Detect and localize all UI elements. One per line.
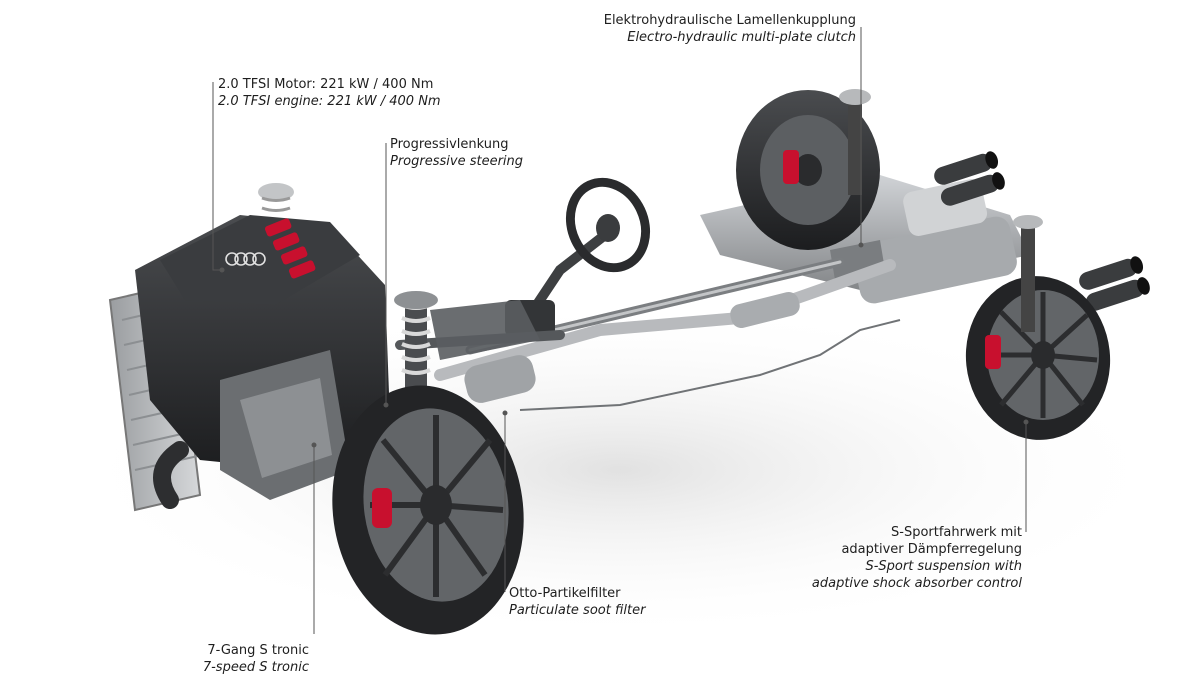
steering-label-en: Progressive steering	[390, 154, 524, 169]
gearbox-label-de: 7-Gang S tronic	[207, 643, 309, 658]
rear-left-strut	[839, 89, 871, 195]
particulate-filter	[464, 355, 536, 403]
suspension-label-en2: adaptive shock absorber control	[811, 576, 1022, 591]
front-strut	[394, 291, 438, 405]
front-wheel	[332, 385, 524, 635]
engine-label-de: 2.0 TFSI Motor: 221 kW / 400 Nm	[218, 77, 434, 92]
rear-right-strut	[1013, 215, 1043, 332]
audi-rings-logo	[225, 252, 266, 266]
clutch-label-de: Elektrohydraulische Lamellenkupplung	[603, 13, 856, 28]
rear-right-wheel	[965, 276, 1111, 440]
filter-label-de: Otto-Partikelfilter	[509, 586, 621, 601]
gearbox-label-en: 7-speed S tronic	[202, 660, 309, 675]
rear-left-wheel	[736, 90, 880, 250]
suspension-label-de1: S-Sportfahrwerk mit	[891, 525, 1022, 540]
filter-label-en: Particulate soot filter	[509, 603, 646, 618]
ignition-coils	[264, 218, 316, 279]
gearbox-label: 7-Gang S tronic 7-speed S tronic	[203, 642, 309, 676]
engine-label: 2.0 TFSI Motor: 221 kW / 400 Nm 2.0 TFSI…	[218, 76, 441, 110]
clutch-label-en: Electro-hydraulic multi-plate clutch	[627, 30, 856, 45]
engine-label-en: 2.0 TFSI engine: 221 kW / 400 Nm	[218, 94, 441, 109]
filter-label: Otto-Partikelfilter Particulate soot fil…	[509, 585, 645, 619]
exhaust-tips	[934, 151, 1150, 311]
steering-label: Progressivlenkung Progressive steering	[390, 136, 523, 170]
suspension-label-de2: adaptiver Dämpferregelung	[841, 542, 1022, 557]
suspension-label-en1: S-Sport suspension with	[865, 559, 1022, 574]
clutch-label: Elektrohydraulische Lamellenkupplung Ele…	[604, 12, 856, 46]
steering-label-de: Progressivlenkung	[390, 137, 509, 152]
suspension-label: S-Sportfahrwerk mit adaptiver Dämpferreg…	[812, 524, 1022, 592]
engine	[135, 183, 390, 509]
brake-line	[519, 319, 901, 411]
leader-lines	[212, 27, 1029, 634]
